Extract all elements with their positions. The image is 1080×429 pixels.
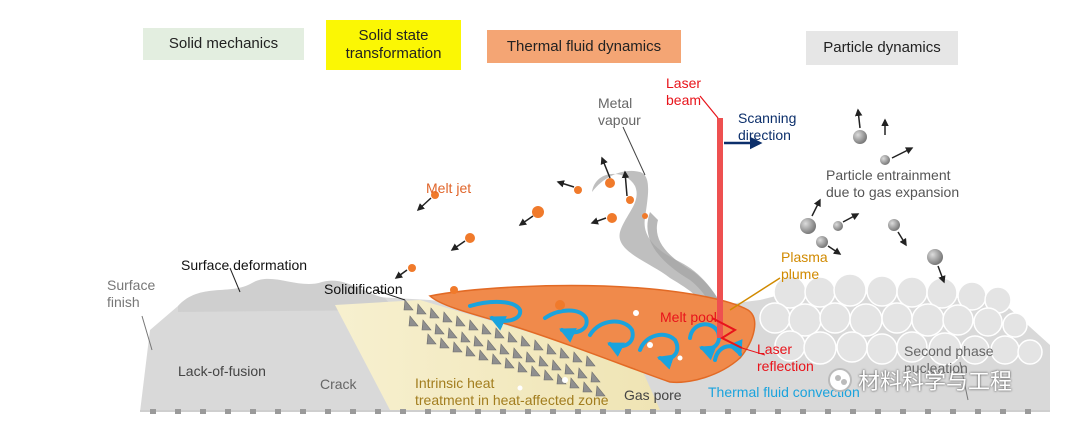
scanning-direction-label: Scanning direction <box>738 110 796 144</box>
header-solid-state-transformation: Solid state transformation <box>326 20 461 70</box>
plasma-plume-label: Plasma plume <box>781 249 828 283</box>
second-phase-label-2: nucleation <box>904 360 968 376</box>
entrainment-arrows <box>811 108 946 284</box>
metal-vapour-label-1: Metal <box>598 95 633 111</box>
convection-arrows <box>468 299 743 370</box>
laser-reflection-label: Laser reflection <box>757 341 814 375</box>
surface-finish-label-2: finish <box>107 294 140 310</box>
intrinsic-heat-label: Intrinsic heat treatment in heat-affecte… <box>415 375 609 409</box>
laser-beam-leader <box>699 95 719 119</box>
metal-vapour-label-2: vapour <box>598 112 641 128</box>
surface-deformation <box>178 278 395 312</box>
solidification-dendrites <box>403 299 606 397</box>
scanning-label-2: direction <box>738 127 791 143</box>
surface-finish-label: Surface finish <box>107 277 155 311</box>
watermark-text: 材料科学与工程 <box>858 370 1013 395</box>
second-phase-label: Second phase nucleation <box>904 343 994 377</box>
header-solid-state-line2: transformation <box>345 45 442 62</box>
build-plate <box>140 409 1050 414</box>
metal-vapour-plume <box>592 170 728 322</box>
laser-beam-label: Laser beam <box>666 75 701 109</box>
melt-jet-label: Melt jet <box>426 180 472 196</box>
melt-pool-label: Melt pool <box>660 309 717 325</box>
laser-beam-label-1: Laser <box>666 75 702 91</box>
intrinsic-label-1: Intrinsic heat <box>415 375 495 391</box>
lack-of-fusion-label: Lack-of-fusion <box>178 363 266 379</box>
second-phase-label-1: Second phase <box>904 343 994 359</box>
crack-label: Crack <box>320 376 357 392</box>
entrainment-label-1: Particle entrainment <box>826 167 951 183</box>
gas-pores <box>517 310 683 391</box>
laser-reflection-label-2: reflection <box>757 358 814 374</box>
laser-beam-label-2: beam <box>666 92 702 108</box>
entrained-particles <box>800 130 943 265</box>
entrainment-label-2: due to gas expansion <box>826 184 960 200</box>
thermal-convection-label: Thermal fluid convection <box>708 384 860 400</box>
powder-bed <box>759 273 1043 366</box>
metal-vapour-label: Metal vapour <box>598 95 641 129</box>
header-thermal-fluid-dynamics: Thermal fluid dynamics <box>487 30 681 63</box>
header-particle-dynamics: Particle dynamics <box>806 31 958 65</box>
surface-finish-label-1: Surface <box>107 277 156 293</box>
watermark-logo-icon <box>828 368 852 392</box>
header-solid-mechanics: Solid mechanics <box>143 28 304 60</box>
solidification-label: Solidification <box>324 281 403 297</box>
surface-deformation-label: Surface deformation <box>181 257 308 273</box>
melt-jet-droplets <box>408 178 648 310</box>
plasma-label-2: plume <box>781 266 820 282</box>
header-solid-state-line1: Solid state <box>358 27 429 44</box>
heat-affected-zone <box>335 300 660 410</box>
particle-entrainment-label: Particle entrainment due to gas expansio… <box>826 167 959 201</box>
melt-jet-arrows <box>394 156 630 279</box>
watermark: 材料科学与工程 <box>828 364 1012 396</box>
plasma-label-1: Plasma <box>781 249 828 265</box>
scanning-label-1: Scanning <box>738 110 797 126</box>
laser-reflection-label-1: Laser <box>757 341 793 357</box>
gas-pore-label: Gas pore <box>624 387 682 403</box>
laser-beam <box>717 118 723 338</box>
intrinsic-label-2: treatment in heat-affected zone <box>415 392 609 408</box>
laser-reflection <box>711 317 743 349</box>
